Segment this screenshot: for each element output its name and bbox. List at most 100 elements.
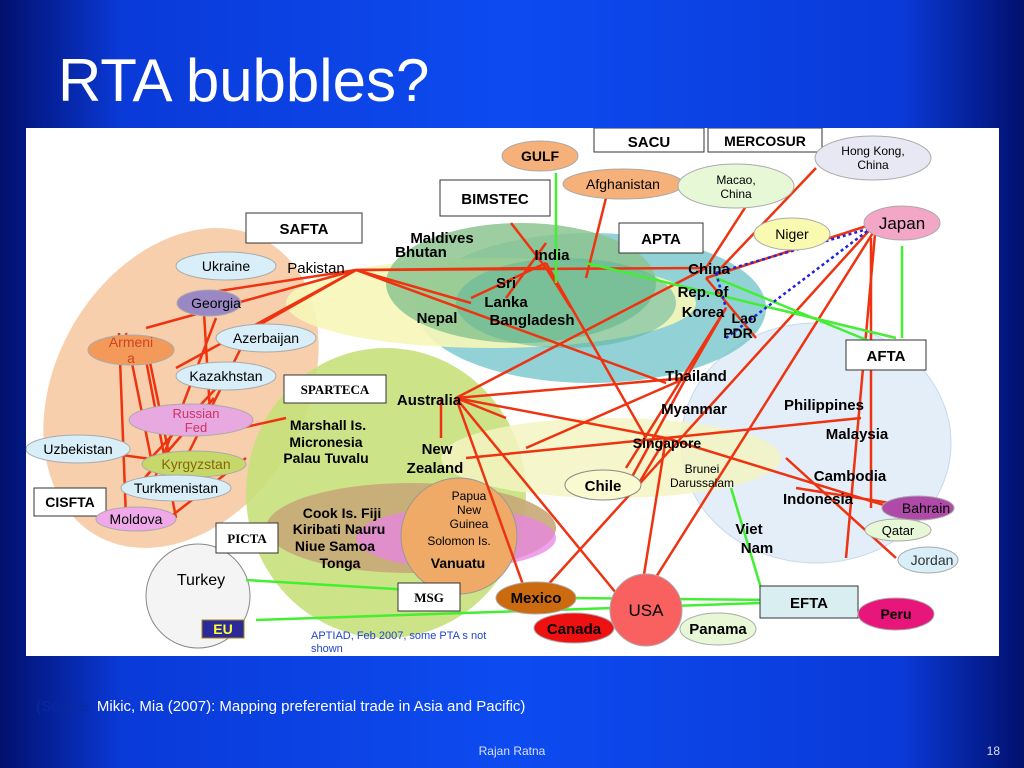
mercosur-box	[707, 128, 823, 153]
eu-label: EU	[213, 621, 232, 637]
sparteca-label: SPARTECA	[301, 382, 370, 397]
georgia-bubble	[176, 289, 242, 317]
armenia-bubble	[87, 334, 175, 366]
nepal-label: Nepal	[417, 310, 458, 327]
palau-label: Palau Tuvalu	[283, 450, 368, 466]
eu-box	[201, 619, 245, 639]
macao-label-2: China	[720, 187, 752, 201]
uzbekistan-bubble	[26, 434, 131, 464]
msg-box	[397, 582, 461, 612]
hongkong-label-1: Hong Kong,	[841, 144, 904, 158]
afta-box	[845, 339, 927, 371]
brunei-label-2: Darussalam	[670, 476, 734, 490]
hongkong-bubble	[814, 135, 932, 181]
kazakhstan-label: Kazakhstan	[189, 368, 262, 384]
srilanka-label-1: Sri	[496, 275, 516, 292]
philippines-label: Philippines	[784, 397, 864, 414]
laopdr-label-1: Lao	[732, 310, 757, 326]
mexico-bubble	[495, 581, 577, 615]
niger-label: Niger	[775, 226, 809, 242]
source-citation: (Source: Mikic, Mia (2007): Mapping pref…	[36, 698, 525, 715]
picta-label: PICTA	[227, 531, 267, 546]
mercosur-label: MERCOSUR	[724, 133, 806, 149]
kiribati-label: Kiribati Nauru	[293, 521, 386, 537]
qatar-label: Qatar	[882, 523, 915, 538]
azerbaijan-bubble	[215, 323, 317, 353]
macao-label-1: Macao,	[716, 173, 755, 187]
jordan-bubble	[897, 546, 959, 574]
uzbekistan-label: Uzbekistan	[43, 441, 112, 457]
msg-label: MSG	[414, 590, 444, 605]
azerbaijan-label: Azerbaijan	[233, 330, 299, 346]
bimstec-box	[439, 179, 551, 217]
source-label: (Source:	[36, 698, 93, 715]
country-bubbles: GULF Afghanistan Hong Kong, China Macao,…	[26, 135, 959, 647]
newzealand-label-1: New	[422, 441, 453, 458]
korea-label-2: Korea	[682, 304, 725, 321]
australia-label: Australia	[397, 392, 462, 409]
country-labels: Turkey Pakistan Maldives Bhutan India Sr…	[177, 230, 889, 589]
india-label: India	[534, 247, 570, 264]
chile-label: Chile	[585, 478, 622, 495]
solomon-label: Solomon Is.	[427, 534, 490, 548]
ukraine-label: Ukraine	[202, 258, 250, 274]
russia-label-2: Fed	[185, 420, 207, 435]
qatar-bubble	[864, 518, 932, 542]
korea-label-1: Rep. of	[678, 284, 730, 301]
cisfta-box	[33, 487, 107, 517]
canada-bubble	[533, 612, 615, 644]
slide-title: RTA bubbles?	[58, 47, 430, 114]
sacu-label: SACU	[628, 134, 671, 151]
bhutan-label: Bhutan	[395, 244, 447, 261]
picta-box	[215, 522, 279, 554]
rta-diagram-svg: SACU MERCOSUR BIMSTEC SAFTA APTA AFTA SP…	[26, 128, 959, 655]
safta-label: SAFTA	[280, 221, 329, 238]
china-label: China	[688, 261, 730, 278]
chile-bubble	[564, 469, 642, 501]
vietnam-label-2: Nam	[741, 540, 774, 557]
niger-bubble	[753, 217, 831, 251]
japan-bubble	[863, 205, 941, 241]
sacu-box	[593, 128, 705, 153]
agreement-boxes: SACU MERCOSUR BIMSTEC SAFTA APTA AFTA SP…	[33, 128, 927, 619]
peru-bubble	[857, 597, 935, 631]
newzealand-label-2: Zealand	[407, 460, 464, 477]
mexico-label: Mexico	[511, 590, 562, 607]
srilanka-label-2: Lanka	[484, 294, 528, 311]
note-line-2: shown	[311, 643, 343, 655]
rta-diagram: SACU MERCOSUR BIMSTEC SAFTA APTA AFTA SP…	[26, 128, 999, 656]
apta-label: APTA	[641, 231, 681, 248]
afghanistan-label: Afghanistan	[586, 176, 660, 192]
bangladesh-label: Bangladesh	[489, 312, 574, 329]
jordan-label: Jordan	[911, 552, 954, 568]
kazakhstan-bubble	[175, 361, 277, 391]
vanuatu-label: Vanuatu	[431, 555, 485, 571]
bahrain-bubble	[881, 495, 955, 521]
turkey-label: Turkey	[177, 572, 225, 589]
macao-bubble	[677, 163, 795, 209]
bimstec-label: BIMSTEC	[461, 191, 529, 208]
armenia-label-1: Armeni	[109, 334, 153, 350]
cambodia-label: Cambodia	[814, 468, 887, 485]
pakistan-label: Pakistan	[287, 260, 345, 277]
note-line-1: APTIAD, Feb 2007, some PTA s not	[311, 630, 486, 642]
russia-label-1: Russian	[173, 406, 220, 421]
png-label-3: Guinea	[450, 517, 489, 531]
indonesia-label: Indonesia	[783, 491, 854, 508]
panama-label: Panama	[689, 621, 747, 638]
malaysia-label: Malaysia	[826, 426, 889, 443]
singapore-bubble	[441, 418, 781, 498]
brunei-label-1: Brunei	[685, 462, 720, 476]
turkmenistan-bubble	[120, 474, 232, 502]
russia-bubble	[128, 403, 254, 437]
thailand-label: Thailand	[665, 368, 727, 385]
myanmar-label: Myanmar	[661, 401, 727, 418]
usa-bubble	[609, 573, 683, 647]
apta-box	[618, 222, 704, 254]
moldova-bubble	[95, 506, 177, 532]
armenia-label-2: a	[127, 350, 135, 366]
efta-label: EFTA	[790, 595, 828, 612]
turkmenistan-label: Turkmenistan	[134, 480, 218, 496]
singapore-label: Singapore	[633, 435, 702, 451]
gulf-bubble	[501, 140, 579, 172]
